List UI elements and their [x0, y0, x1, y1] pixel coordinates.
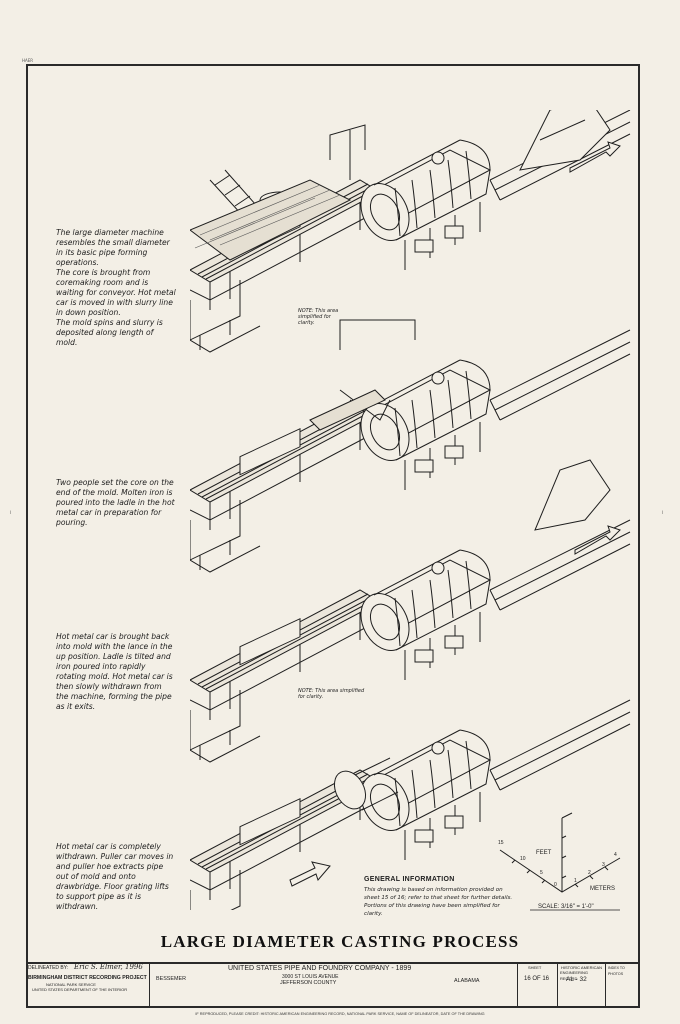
drawing-title: LARGE DIAMETER CASTING PROCESS [160, 932, 520, 951]
simplified-note-2: NOTE: This area simplified for clarity. [298, 688, 365, 700]
casting-machine-drawings [190, 110, 631, 910]
title-block-delineator: DELINEATED BY: Eric S. Elmer, 1996 BIRMI… [26, 964, 150, 1008]
sheet-number: 16 OF 16 [524, 976, 550, 982]
graphic-scale: FEET METERS 15 10 5 0 1 2 3 4 SCALE: 3/1… [490, 808, 630, 918]
corner-mark: HAER [22, 58, 34, 63]
haer-label-1: HISTORIC AMERICAN [561, 965, 603, 970]
delineated-by-label: DELINEATED BY: [28, 965, 69, 971]
meter-tick: 1 [574, 878, 577, 884]
title-block: DELINEATED BY: Eric S. Elmer, 1996 BIRMI… [26, 962, 640, 1008]
feet-tick: 0 [554, 882, 557, 888]
state: ALABAMA [454, 978, 480, 984]
feet-tick: 5 [540, 870, 543, 876]
title-block-main: BESSEMER UNITED STATES PIPE AND FOUNDRY … [150, 964, 518, 1008]
delineator-name: Eric S. Elmer, 1996 [74, 963, 143, 971]
feet-label: FEET [536, 850, 552, 856]
haer-label-2: ENGINEERING RECORD [560, 970, 589, 981]
title-block-haer: HISTORIC AMERICAN ENGINEERING RECORD AL … [558, 964, 606, 1008]
feet-tick: 10 [520, 856, 526, 862]
meters-label: METERS [590, 886, 616, 892]
haer-number: AL - 32 [566, 976, 587, 983]
meter-tick: 4 [614, 852, 617, 858]
index-label: INDEX TO PHOTOS [608, 966, 625, 976]
agency-nps: NATIONAL PARK SERVICE [46, 982, 96, 987]
drawing-border [26, 64, 640, 1008]
general-information-text: This drawing is based on information pro… [364, 887, 513, 917]
left-edge-mark: I [10, 510, 12, 515]
address: 3000 ST LOUIS AVENUE [282, 974, 339, 980]
reproduction-credit: IF REPRODUCED, PLEASE CREDIT: HISTORIC A… [195, 1012, 485, 1016]
county: JEFFERSON COUNTY [280, 980, 337, 986]
city: BESSEMER [156, 976, 186, 982]
sheet-label: SHEET [528, 965, 542, 970]
company-name: UNITED STATES PIPE AND FOUNDRY COMPANY -… [228, 965, 412, 972]
process-note-4: Hot metal car is completely withdrawn. P… [56, 842, 174, 911]
right-edge-mark: I [662, 510, 664, 515]
feet-tick: 15 [498, 840, 504, 846]
process-note-2: Two people set the core on the end of th… [56, 478, 175, 527]
recording-project: BIRMINGHAM DISTRICT RECORDING PROJECT [28, 975, 147, 981]
agency-doi: UNITED STATES DEPARTMENT OF THE INTERIOR [32, 987, 128, 992]
process-note-1: The large diameter machine resembles the… [56, 228, 176, 347]
meter-tick: 3 [602, 862, 605, 868]
simplified-note-1: NOTE: This area simplified for clarity. [298, 308, 339, 326]
scale-text: SCALE: 3/16" = 1'-0" [538, 904, 594, 910]
general-information-heading: GENERAL INFORMATION [364, 876, 455, 883]
process-note-3: Hot metal car is brought back into mold … [56, 632, 173, 711]
title-block-index: INDEX TO PHOTOS [606, 964, 640, 1008]
meter-tick: 2 [588, 870, 591, 876]
title-block-sheet: SHEET 16 OF 16 [518, 964, 558, 1008]
